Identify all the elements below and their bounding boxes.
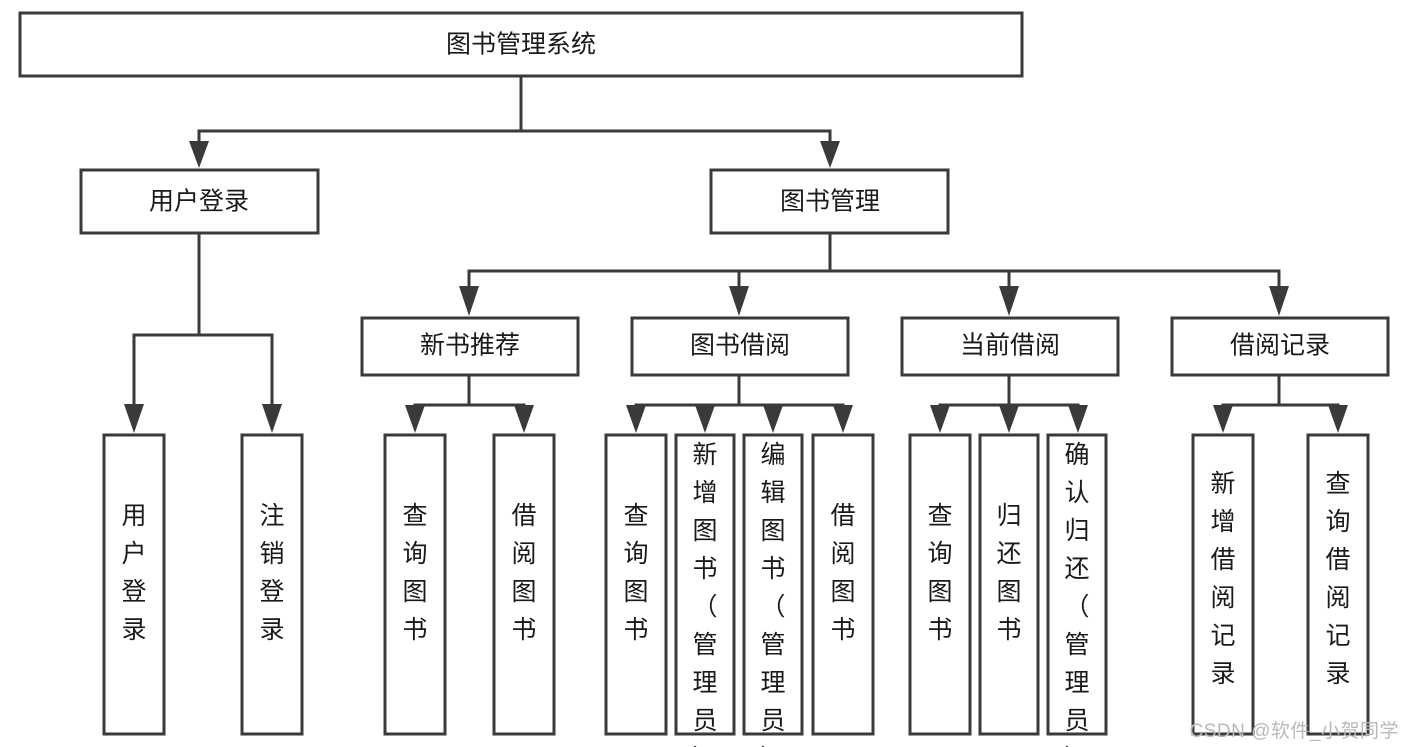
node-leaf-edit-book-box[interactable]	[742, 433, 804, 736]
node-leaf-query-record-box[interactable]	[1306, 433, 1370, 736]
node-leaf-confirm-return-label: 确认归还（管理员）	[1064, 441, 1089, 747]
edge-group	[124, 74, 1348, 433]
node-leaf-borrow-book-1-box[interactable]	[492, 433, 556, 736]
arrow-to-user-login	[189, 141, 209, 168]
node-leaf-borrow-book-2-box[interactable]	[811, 433, 875, 736]
node-leaf-query-book-3[interactable]: 查询图书	[908, 433, 972, 736]
node-leaf-logout-box[interactable]	[240, 433, 304, 736]
arrow-to-leaf-query-record	[1328, 405, 1348, 433]
node-leaf-query-book-1[interactable]: 查询图书	[383, 433, 447, 736]
node-book-manage[interactable]: 图书管理	[709, 168, 950, 235]
node-borrow-record[interactable]: 借阅记录	[1170, 316, 1390, 377]
node-root[interactable]: 图书管理系统	[18, 11, 1024, 78]
node-new-book-rec-box[interactable]	[360, 316, 580, 377]
node-leaf-borrow-book-2[interactable]: 借阅图书	[811, 433, 875, 736]
node-borrow-record-label: 借阅记录	[1230, 332, 1330, 360]
node-leaf-add-record[interactable]: 新增借阅记录	[1191, 433, 1255, 736]
arrow-to-leaf-query-book-2	[626, 405, 646, 433]
node-leaf-query-book-3-label: 查询图书	[927, 502, 952, 644]
arrow-to-book-manage	[820, 141, 840, 168]
node-book-borrow-label: 图书借阅	[690, 332, 790, 360]
node-book-manage-box[interactable]	[709, 168, 950, 235]
arrow-to-leaf-add-record	[1213, 405, 1233, 433]
node-leaf-query-record-label: 查询借阅记录	[1325, 470, 1350, 688]
arrow-to-leaf-borrow-book-1	[514, 405, 534, 433]
node-leaf-add-book[interactable]: 新增图书（管理员）	[674, 433, 736, 747]
node-root-box[interactable]	[18, 11, 1024, 78]
node-user-login[interactable]: 用户登录	[79, 168, 320, 235]
node-leaf-user-login-box[interactable]	[102, 433, 166, 736]
arrow-to-leaf-user-login	[124, 404, 144, 433]
node-leaf-user-login[interactable]: 用户登录	[102, 433, 166, 736]
node-leaf-query-book-1-label: 查询图书	[402, 502, 427, 644]
node-new-book-rec[interactable]: 新书推荐	[360, 316, 580, 377]
arrow-to-new-book-rec	[459, 286, 479, 316]
node-leaf-add-book-box[interactable]	[674, 433, 736, 736]
node-leaf-query-book-1-box[interactable]	[383, 433, 447, 736]
node-leaf-query-record[interactable]: 查询借阅记录	[1306, 433, 1370, 736]
node-new-book-rec-label: 新书推荐	[420, 332, 520, 360]
node-leaf-borrow-book-1[interactable]: 借阅图书	[492, 433, 556, 736]
arrow-to-leaf-confirm-return	[1068, 405, 1088, 433]
arrow-to-borrow-record	[1269, 286, 1289, 316]
arrow-to-leaf-edit-book	[763, 405, 783, 433]
node-leaf-logout-label: 注销登录	[259, 502, 284, 644]
arrow-to-leaf-borrow-book-2	[833, 405, 853, 433]
node-leaf-user-login-label: 用户登录	[121, 502, 146, 644]
arrow-to-leaf-query-book-3	[930, 405, 950, 433]
node-leaf-edit-book[interactable]: 编辑图书（管理员）	[742, 433, 804, 747]
node-leaf-add-record-label: 新增借阅记录	[1210, 470, 1235, 688]
node-leaf-query-book-3-box[interactable]	[908, 433, 972, 736]
node-current-borrow-label: 当前借阅	[960, 332, 1060, 360]
arrow-to-leaf-add-book	[695, 405, 715, 433]
arrow-to-leaf-query-book-1	[405, 405, 425, 433]
node-user-login-label: 用户登录	[149, 188, 249, 216]
node-current-borrow[interactable]: 当前借阅	[900, 316, 1120, 377]
node-book-manage-label: 图书管理	[780, 188, 880, 216]
node-leaf-logout[interactable]: 注销登录	[240, 433, 304, 736]
node-borrow-record-box[interactable]	[1170, 316, 1390, 377]
arrow-to-leaf-return-book	[999, 405, 1019, 433]
node-current-borrow-box[interactable]	[900, 316, 1120, 377]
node-leaf-edit-book-label: 编辑图书（管理员）	[760, 441, 785, 747]
node-leaf-return-book-label: 归还图书	[996, 502, 1021, 644]
node-leaf-confirm-return[interactable]: 确认归还（管理员）	[1046, 433, 1108, 747]
node-leaf-query-book-2-label: 查询图书	[623, 502, 648, 644]
node-leaf-borrow-book-1-label: 借阅图书	[511, 502, 536, 644]
arrow-to-book-borrow	[729, 286, 749, 316]
node-root-label: 图书管理系统	[446, 31, 596, 59]
node-book-borrow[interactable]: 图书借阅	[630, 316, 850, 377]
node-leaf-return-book[interactable]: 归还图书	[978, 433, 1040, 736]
node-leaf-return-book-box[interactable]	[978, 433, 1040, 736]
arrow-to-current-borrow	[999, 286, 1019, 316]
node-leaf-borrow-book-2-label: 借阅图书	[830, 502, 855, 644]
node-user-login-box[interactable]	[79, 168, 320, 235]
node-book-borrow-box[interactable]	[630, 316, 850, 377]
node-leaf-add-book-label: 新增图书（管理员）	[692, 441, 717, 747]
arrow-to-leaf-logout	[262, 404, 282, 433]
node-leaf-query-book-2[interactable]: 查询图书	[604, 433, 668, 736]
node-leaf-add-record-box[interactable]	[1191, 433, 1255, 736]
node-leaf-query-book-2-box[interactable]	[604, 433, 668, 736]
node-leaf-confirm-return-box[interactable]	[1046, 433, 1108, 736]
